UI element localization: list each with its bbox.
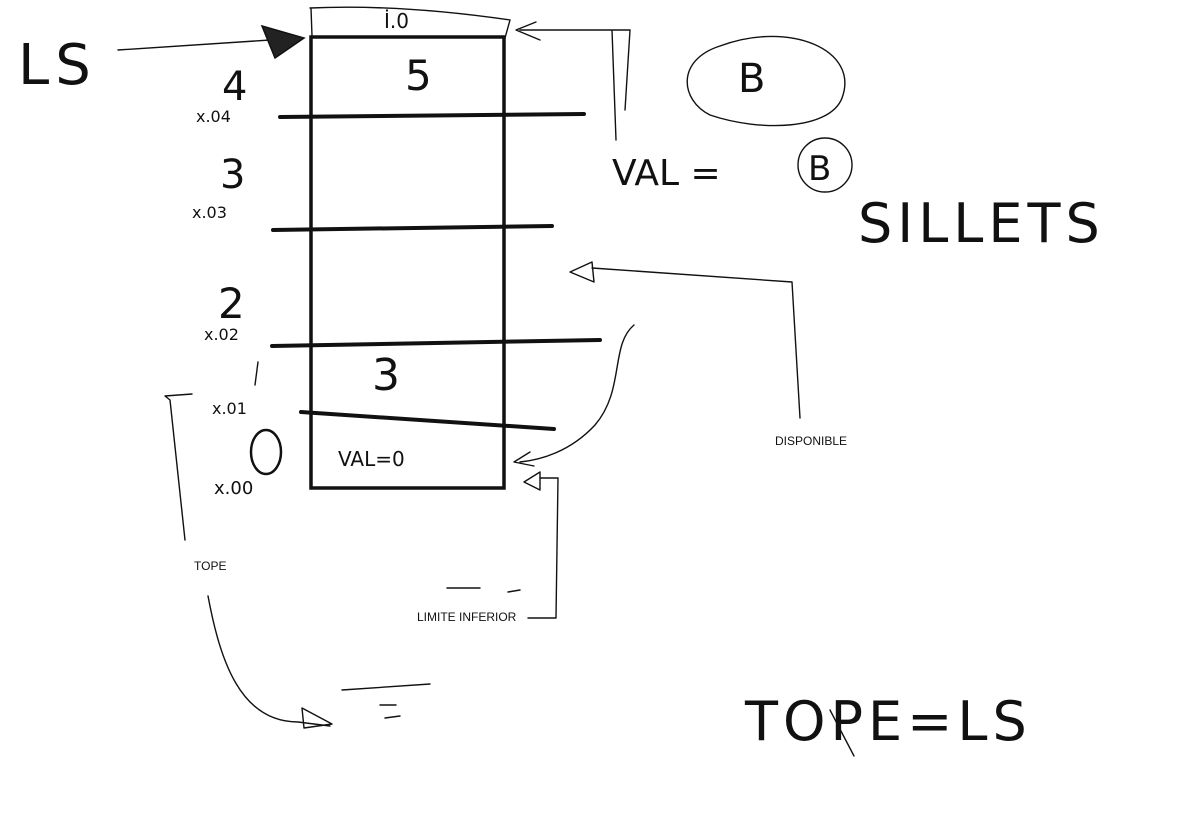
ls-arrow-line xyxy=(117,39,271,51)
cell-bottom-text: VAL=0 xyxy=(338,447,405,471)
top-slot-box xyxy=(309,6,511,39)
limite-inferior-label: LIMITE INFERIOR xyxy=(417,610,517,624)
ls-left-text: LS xyxy=(18,33,97,98)
index-4-text: 4 xyxy=(222,64,247,110)
index-1-stroke xyxy=(254,361,259,386)
scribble-dashes xyxy=(446,587,521,593)
index-0-circle xyxy=(249,428,283,476)
val-pointer-curve xyxy=(519,324,635,463)
limite-arrow-icon xyxy=(523,471,541,491)
circle-b-small xyxy=(797,137,853,193)
cell-top-value: 5 xyxy=(405,51,432,100)
scribble-marks xyxy=(341,683,431,719)
index-2-text: 2 xyxy=(218,279,245,328)
disponible-arrow-icon xyxy=(569,261,595,283)
stack-frame xyxy=(309,35,506,490)
val-eq-text: VAL = xyxy=(612,153,721,194)
disponible-bracket xyxy=(591,267,801,419)
sillets-text: SILLETS xyxy=(858,192,1105,255)
index-3-sub-text: x.03 xyxy=(192,203,227,222)
top-right-arrow-icon xyxy=(515,21,541,41)
top-right-bracket xyxy=(519,29,631,141)
index-2-sub-text: x.02 xyxy=(204,325,239,344)
divider-line xyxy=(271,224,554,232)
index-0-sub-text: x.00 xyxy=(214,478,253,499)
val-pointer-arrow-icon xyxy=(513,451,535,467)
formula-stroke xyxy=(829,709,855,757)
top-value-text: İ.0 xyxy=(384,9,409,33)
cell-mid-value: 3 xyxy=(372,350,400,401)
divider-line xyxy=(299,410,556,431)
tope-label: TOPE xyxy=(194,559,226,573)
divider-line xyxy=(278,112,586,119)
tope-bracket xyxy=(164,393,193,541)
index-1-sub-text: x.01 xyxy=(212,399,247,418)
limite-bracket xyxy=(527,477,559,619)
circle-b-small-text: B xyxy=(808,149,831,189)
ls-arrow-head-icon xyxy=(260,24,306,60)
divider-line xyxy=(270,338,602,348)
index-3-text: 3 xyxy=(220,152,245,198)
disponible-label: DISPONIBLE xyxy=(775,434,847,448)
tope-curve xyxy=(207,595,331,727)
circle-b-big-text: B xyxy=(738,56,765,102)
tope-arrow-icon xyxy=(301,707,333,729)
index-4-sub-text: x.04 xyxy=(196,107,231,126)
circle-b-big xyxy=(686,35,846,127)
tope-ls-formula-text: TOPE=LS xyxy=(744,690,1032,753)
